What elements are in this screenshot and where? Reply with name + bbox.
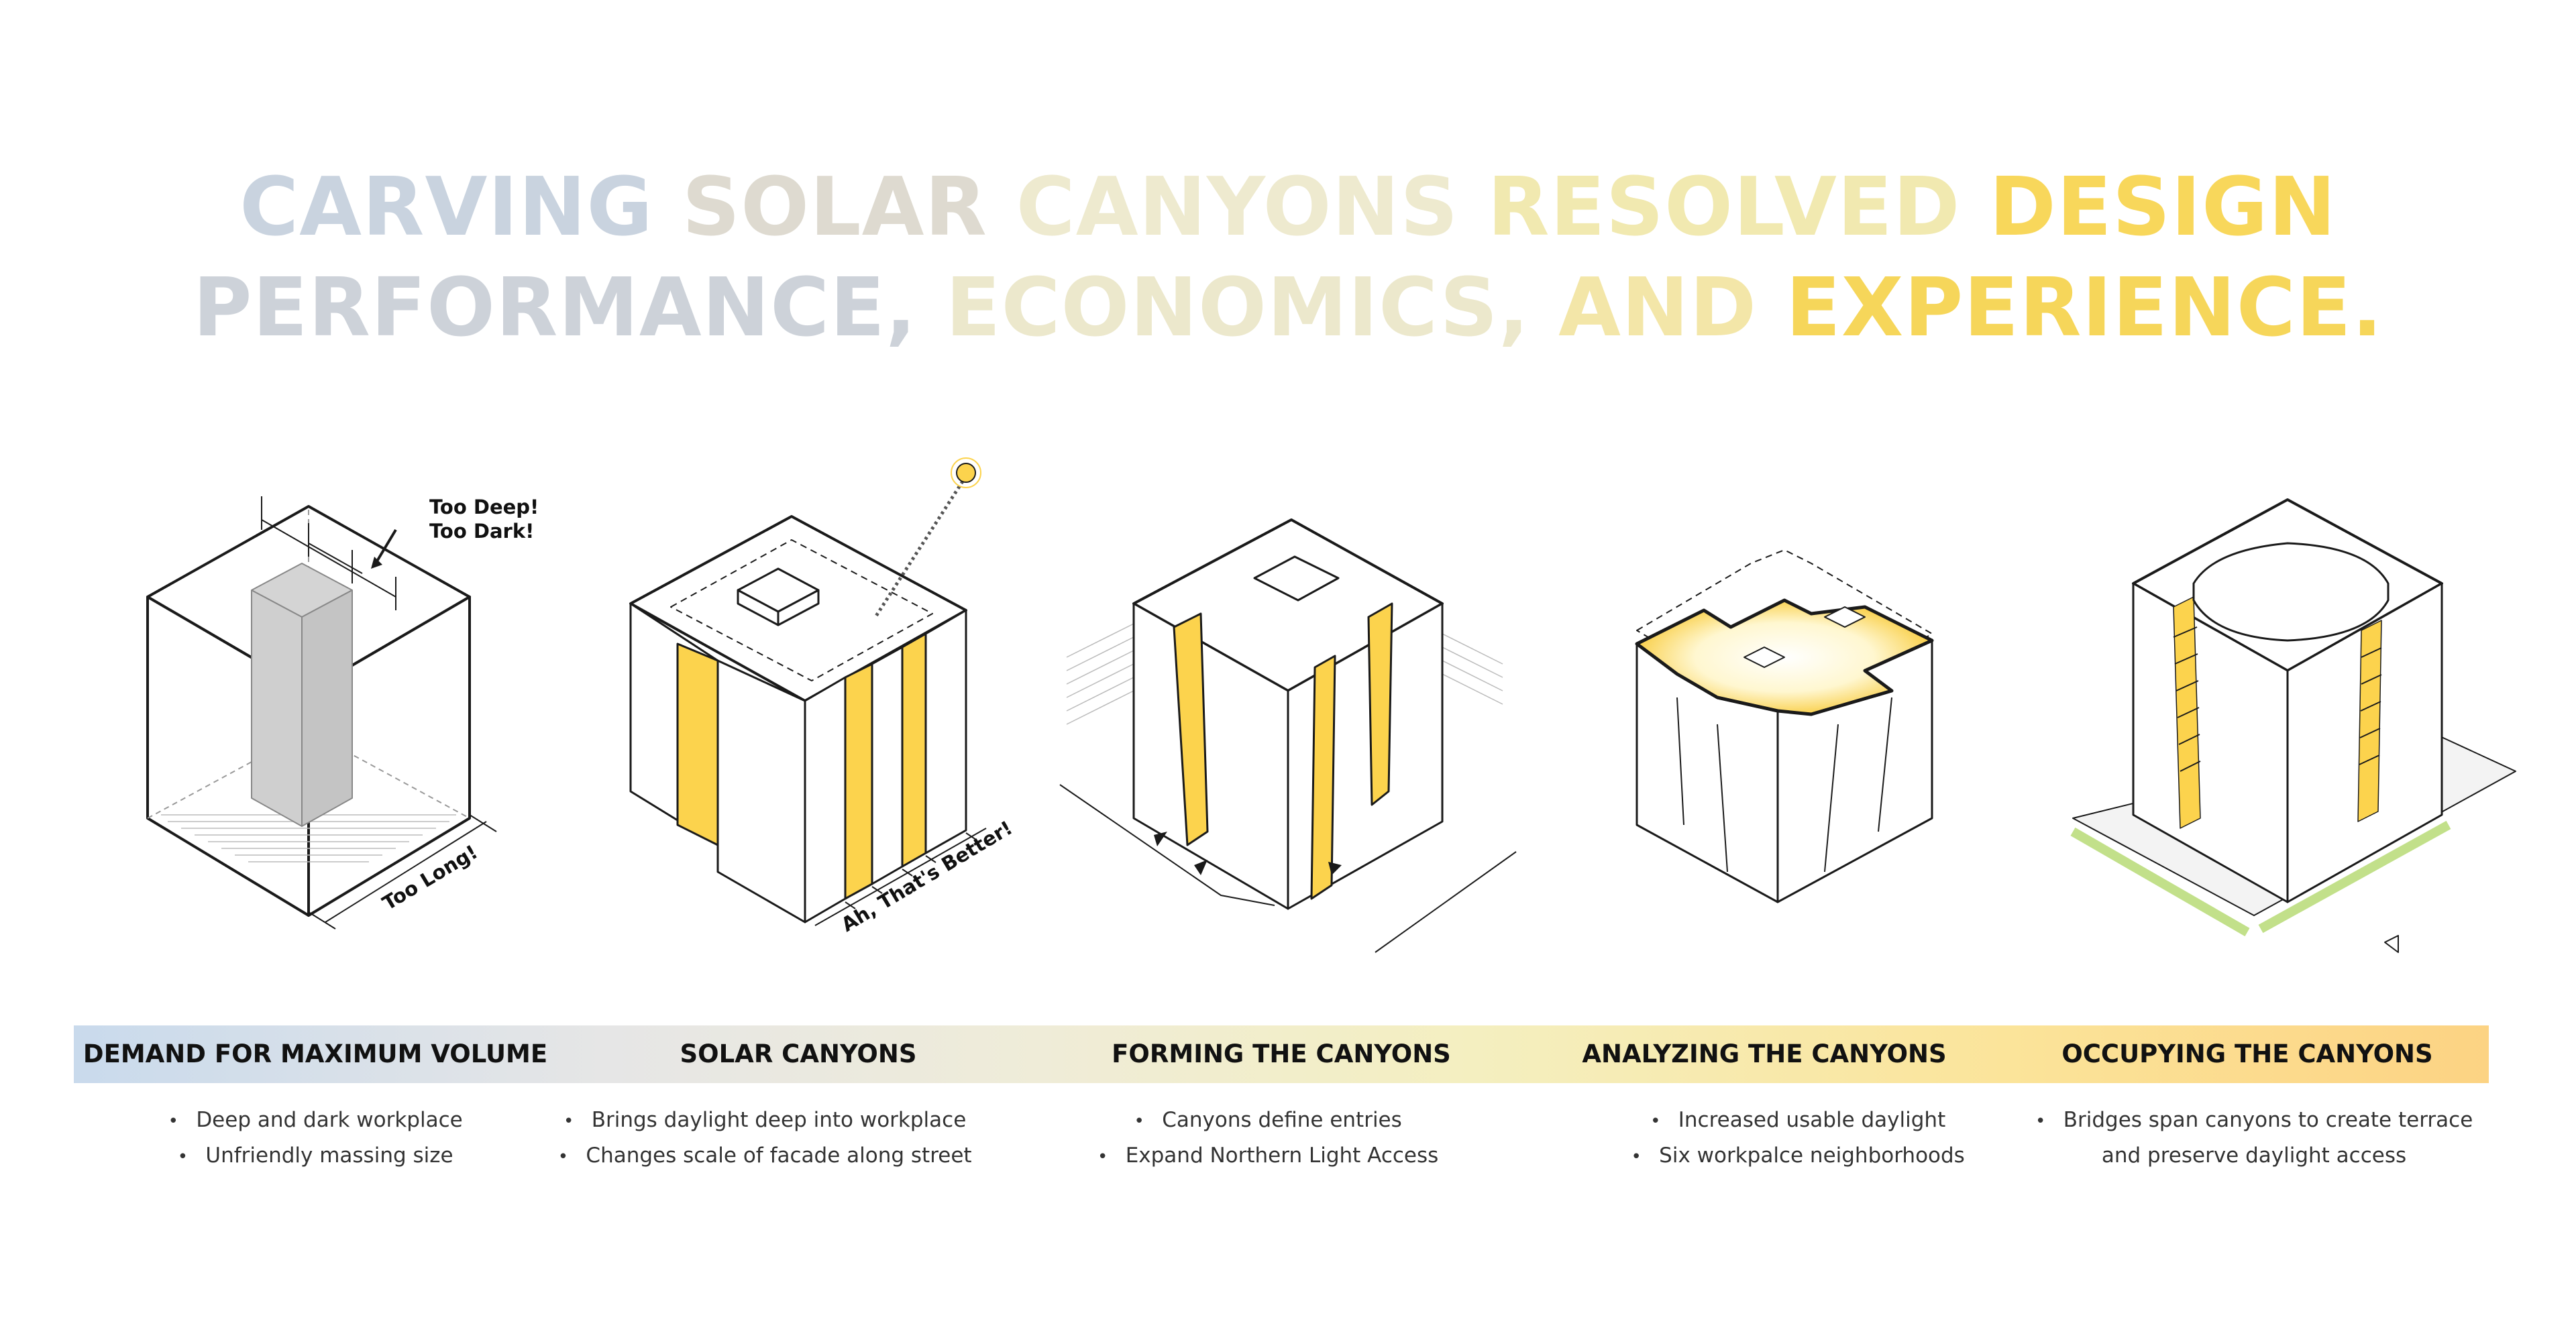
diagram-max-volume: Too Deep! Too Dark! Too Long! bbox=[146, 496, 539, 930]
step-title-5: OCCUPYING THE CANYONS bbox=[2061, 1040, 2433, 1068]
bullet-item: •Unfriendly massing size bbox=[67, 1139, 564, 1174]
bullet-item: •Brings daylight deep into workplace bbox=[517, 1103, 1013, 1139]
headline-line-2: PERFORMANCE, ECONOMICS, AND EXPERIENCE. bbox=[0, 258, 2576, 359]
triangle-arrow-icon bbox=[2384, 935, 2399, 953]
bullet-item: •Bridges span canyons to create terrace bbox=[2006, 1103, 2502, 1139]
triangle-arrow-icon bbox=[1154, 832, 1167, 846]
bullet-icon: • bbox=[1650, 1111, 1661, 1131]
step-bullets-3: •Canyons define entries •Expand Northern… bbox=[1020, 1103, 1516, 1174]
diagram-analyzing-canyons bbox=[1635, 549, 1934, 903]
step-title-4: ANALYZING THE CANYONS bbox=[1582, 1040, 1947, 1068]
step-bullets-5: •Bridges span canyons to create terrace … bbox=[2006, 1103, 2502, 1173]
headline-word: AND bbox=[1558, 262, 1758, 355]
steps-band: DEMAND FOR MAXIMUM VOLUME SOLAR CANYONS … bbox=[74, 1025, 2489, 1083]
bullet-item: •Deep and dark workplace bbox=[67, 1103, 564, 1139]
headline-word: ECONOMICS, bbox=[945, 262, 1530, 355]
too-deep-label: Too Deep! bbox=[429, 496, 539, 518]
step-bullets-4: •Increased usable daylight •Six workpalc… bbox=[1550, 1103, 2046, 1174]
bullet-item: •Canyons define entries bbox=[1020, 1103, 1516, 1139]
bullet-icon: • bbox=[2035, 1111, 2046, 1131]
headline-word: CANYONS bbox=[1016, 161, 1459, 254]
triangle-arrow-icon bbox=[1194, 860, 1208, 875]
step-title-2: SOLAR CANYONS bbox=[680, 1040, 917, 1068]
bullet-icon: • bbox=[177, 1147, 189, 1167]
step-title-1: DEMAND FOR MAXIMUM VOLUME bbox=[83, 1040, 548, 1068]
headline-word: DESIGN bbox=[1989, 161, 2337, 254]
bullet-item: •Increased usable daylight bbox=[1550, 1103, 2046, 1139]
headline: CARVING SOLAR CANYONS RESOLVED DESIGN PE… bbox=[0, 158, 2576, 359]
step-bullets-1: •Deep and dark workplace •Unfriendly mas… bbox=[67, 1103, 564, 1174]
bullet-icon: • bbox=[1631, 1147, 1642, 1167]
headline-line-1: CARVING SOLAR CANYONS RESOLVED DESIGN bbox=[0, 158, 2576, 258]
bullet-item: •Expand Northern Light Access bbox=[1020, 1139, 1516, 1174]
bullet-icon: • bbox=[168, 1111, 178, 1131]
bullet-item: •Six workpalce neighborhoods bbox=[1550, 1139, 2046, 1174]
bullet-icon: • bbox=[1134, 1111, 1144, 1131]
diagram-forming-canyons bbox=[1059, 518, 1517, 953]
bullet-icon: • bbox=[557, 1147, 569, 1167]
headline-word: SOLAR bbox=[682, 161, 987, 254]
step-title-3: FORMING THE CANYONS bbox=[1112, 1040, 1451, 1068]
step-bullets-2: •Brings daylight deep into workplace •Ch… bbox=[517, 1103, 1013, 1174]
headline-word: CARVING bbox=[239, 161, 653, 254]
bullet-continuation: and preserve daylight access bbox=[2101, 1143, 2407, 1168]
diagram-solar-canyons: Ah, That's Better! bbox=[629, 457, 1016, 936]
bullet-item: •Changes scale of facade along street bbox=[517, 1139, 1013, 1174]
headline-word: EXPERIENCE. bbox=[1785, 262, 2383, 355]
too-dark-label: Too Dark! bbox=[429, 520, 534, 543]
headline-word: PERFORMANCE, bbox=[193, 262, 917, 355]
bullet-icon: • bbox=[1097, 1147, 1108, 1167]
triangle-arrow-icon bbox=[1328, 862, 1342, 875]
diagram-occupying-canyons bbox=[2070, 498, 2516, 953]
massing-diagrams: Too Deep! Too Dark! Too Long! Ah, T bbox=[146, 457, 2516, 953]
headline-word: RESOLVED bbox=[1487, 161, 1961, 254]
bullet-icon: • bbox=[564, 1111, 574, 1131]
sun-icon bbox=[956, 463, 976, 483]
